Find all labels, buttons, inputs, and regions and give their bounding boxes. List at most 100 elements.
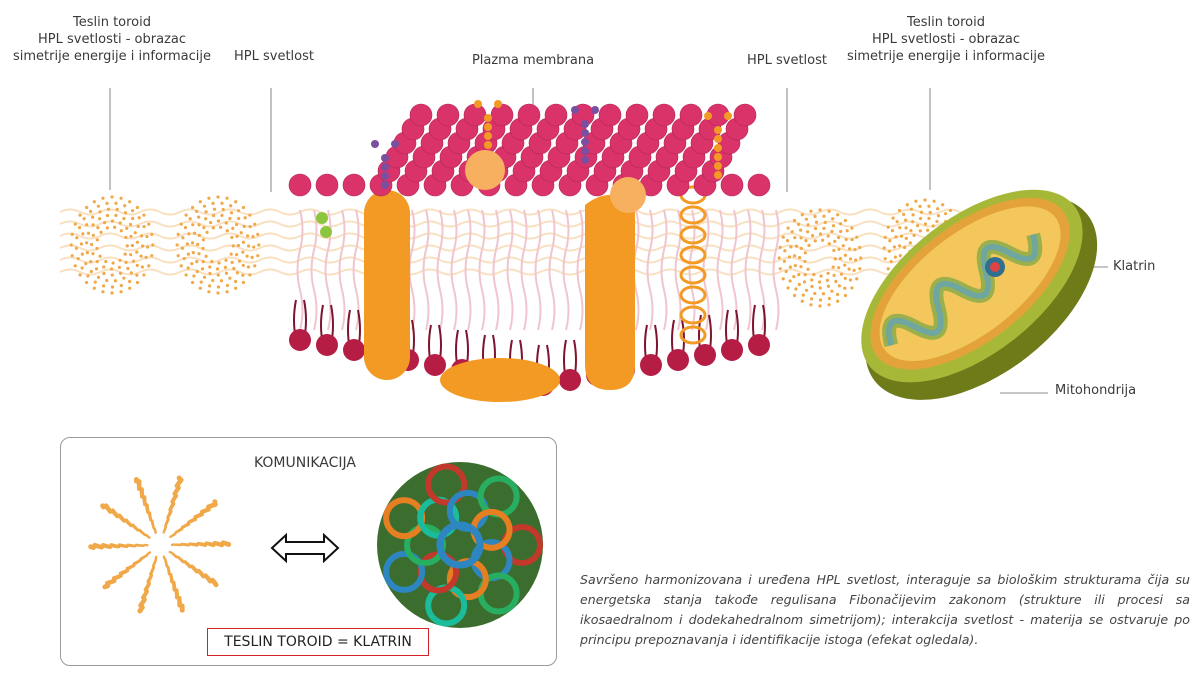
channel-protein (364, 190, 410, 380)
toroid-dot (204, 254, 208, 258)
toroid-dot (201, 246, 205, 251)
glycan-bead (581, 156, 589, 164)
toroid-dot (819, 274, 823, 278)
toroid-dot (248, 224, 252, 229)
toroid-dot (834, 279, 838, 284)
toroid-dot (854, 258, 858, 262)
lipid-head-top (720, 173, 744, 197)
toroid-dot (110, 291, 114, 295)
toroid-dot (211, 213, 216, 218)
toroid-dot (850, 226, 854, 230)
toroid-dot (928, 210, 932, 215)
toroid-dot (797, 282, 801, 287)
toroid-dot (235, 271, 239, 275)
toroid-dot (91, 233, 95, 237)
toroid-dot (801, 293, 805, 297)
toroid-dot (948, 208, 953, 213)
toroid-dot (905, 203, 909, 207)
lipid-head-bottom (424, 354, 446, 376)
toroid-dot (241, 273, 245, 277)
toroid-dot (129, 271, 133, 275)
toroid-dot (142, 213, 146, 217)
toroid-dot (139, 234, 144, 238)
toroid-dot (903, 245, 907, 250)
toroid-dot (826, 234, 830, 238)
toroid-dot (114, 213, 118, 217)
toroid-dot (886, 267, 890, 271)
toroid-dot (221, 207, 225, 212)
toroid-dot (118, 221, 122, 225)
toroid-dot (818, 304, 822, 308)
toroid-dot (135, 250, 139, 254)
toroid-dot (243, 216, 247, 220)
toroid-dot (201, 238, 205, 242)
toroid-dot (219, 279, 224, 283)
helix-protein (679, 245, 707, 265)
toroid-dot (208, 271, 212, 276)
lipid-tail (408, 209, 416, 331)
toroid-dot (124, 235, 128, 240)
toroid-dot (202, 275, 207, 279)
toroid-dot (886, 225, 890, 229)
toroid-dot (246, 244, 251, 248)
lipid-tail (506, 209, 514, 331)
toroid-dot (799, 228, 803, 232)
spiral-dot (176, 475, 182, 481)
label-line: Teslin toroid (72, 15, 152, 30)
glycan-bead (714, 135, 722, 143)
toroid-dot (827, 242, 831, 246)
toroid-dot (837, 247, 841, 251)
lipid-tail (422, 209, 430, 331)
toroid-dot (831, 217, 835, 221)
glycan-bead (484, 141, 492, 149)
toroid-dot (818, 232, 823, 236)
toroid-dot (89, 260, 93, 264)
toroid-dot (129, 234, 133, 238)
toroid-dot (119, 196, 123, 200)
toroid-dot (175, 243, 179, 247)
toroid-dot (135, 280, 140, 285)
toroid-dot (184, 213, 188, 217)
toroid-dot (191, 223, 195, 227)
toroid-dot (250, 255, 254, 260)
toroid-dot (118, 271, 123, 275)
toroid-dot (234, 279, 238, 284)
glycan-bead (381, 172, 389, 180)
toroid-dot (96, 204, 100, 208)
toroid-dot (229, 252, 233, 256)
toroid-dot (838, 256, 842, 261)
toroid-spiral-icon (88, 475, 232, 614)
lipid-tail (576, 209, 584, 331)
lipid-head-top (733, 103, 757, 127)
toroid-dot (919, 210, 924, 214)
toroid-dot (847, 247, 852, 251)
toroid-dot (793, 264, 797, 268)
toroid-dot (902, 212, 906, 216)
glycan-bead (484, 123, 492, 131)
toroid-dot (909, 207, 913, 211)
lipid-tail (450, 209, 458, 331)
toroid-dot (813, 291, 817, 296)
toroid-dot (241, 280, 246, 285)
toroid-dot (799, 246, 803, 250)
toroid-dot (73, 222, 77, 226)
toroid-dot (918, 204, 922, 209)
spiral-dot (137, 608, 143, 614)
lipid-head-top (288, 173, 312, 197)
lipid-tail (562, 209, 570, 331)
toroid-dot (777, 256, 781, 260)
toroid-dot (197, 215, 201, 219)
toroid-dot (96, 226, 100, 230)
toroid-dot (802, 280, 807, 284)
glycan-bead (704, 112, 712, 120)
toroid-dot (79, 242, 84, 246)
toroid-dot (239, 231, 243, 235)
toroid-dot (186, 266, 190, 270)
label-hpl-right: HPL svetlost (747, 53, 827, 68)
toroid-dot (216, 273, 220, 277)
komunikacija-title: KOMUNIKACIJA (254, 455, 356, 471)
toroid-dot (186, 252, 191, 256)
toroid-dot (84, 205, 89, 210)
toroid-dot (195, 269, 199, 274)
toroid-dot (202, 204, 206, 208)
